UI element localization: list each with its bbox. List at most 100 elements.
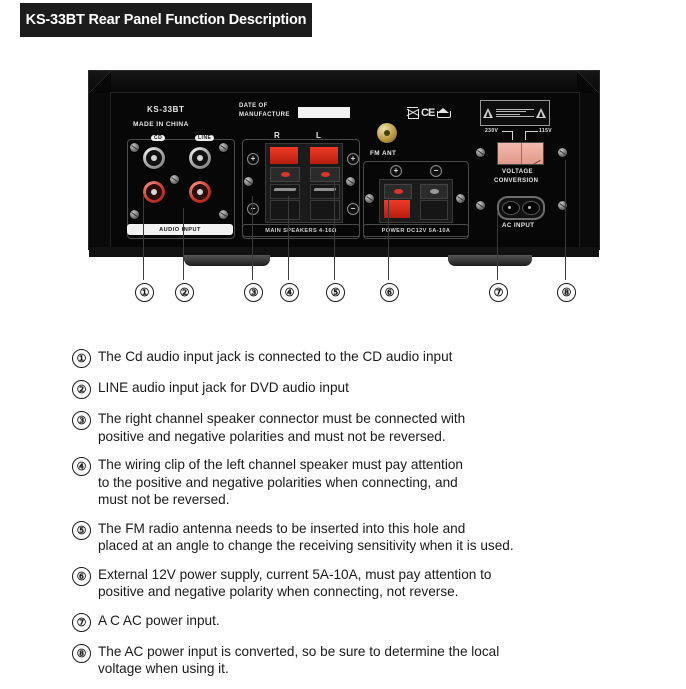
description-line: positive and negative polarity when conn…: [98, 584, 459, 599]
speaker-terminal-r-minus[interactable]: [270, 200, 300, 220]
dc-push-button-plus[interactable]: [384, 184, 412, 199]
description-number: ③: [72, 411, 91, 430]
speaker-minus-mark-right: −: [347, 203, 359, 215]
dc-push-button-minus[interactable]: [420, 184, 448, 199]
callout-number-5: ⑤: [326, 283, 345, 302]
screw-audio-center: [170, 175, 179, 184]
screw-audio-tr: [219, 143, 228, 152]
screw-audio-bl: [130, 210, 139, 219]
speaker-terminal-red-l[interactable]: [310, 147, 338, 164]
dc-terminal-red[interactable]: [384, 200, 410, 218]
voltage-bracket-right: [525, 131, 538, 140]
cd-rca-jack-red[interactable]: [143, 181, 165, 203]
chassis-foot-right: [448, 255, 532, 266]
description-text: The AC power input is converted, so be s…: [98, 643, 499, 678]
dc-terminal-black[interactable]: [420, 200, 448, 220]
description-number: ⑤: [72, 520, 91, 540]
audio-input-group: [127, 139, 235, 239]
voltage-conversion-label-line2: CONVERSION: [494, 178, 539, 184]
voltage-bracket-left: [502, 131, 513, 140]
panel-model-label: KS-33BT: [147, 105, 185, 114]
description-line: The wiring clip of the left channel spea…: [98, 457, 463, 472]
fm-antenna-label: FM ANT: [370, 150, 397, 157]
dc-minus-mark: −: [430, 165, 442, 177]
callout-number-2: ②: [175, 283, 194, 302]
screw-voltage-left: [476, 148, 485, 157]
callout-number-3: ③: [244, 283, 263, 302]
screw-ac-right: [558, 201, 567, 210]
warning-triangle-icon-right: [536, 108, 547, 118]
description-item: ⑤ The FM radio antenna needs to be insert…: [72, 520, 632, 555]
callout-number-7: ⑦: [489, 283, 508, 302]
date-of-manufacture-field: [298, 107, 350, 118]
warning-text-lines: [496, 108, 534, 118]
description-text: The wiring clip of the left channel spea…: [98, 456, 463, 509]
description-number: ⑥: [72, 566, 91, 586]
screw-voltage-right: [558, 148, 567, 157]
callout-number-6: ⑥: [380, 283, 399, 302]
description-line: positive and negative polarities and mus…: [98, 428, 446, 444]
function-description-list: ① The Cd audio input jack is connected to…: [72, 348, 632, 689]
main-speakers-strip: MAIN SPEAKERS 4-16Ω: [242, 224, 360, 237]
ac-input-socket[interactable]: [497, 196, 545, 220]
speaker-push-button-l-plus[interactable]: [310, 167, 340, 182]
speaker-right-channel-label: R: [274, 131, 281, 140]
cd-jack-label: CD: [151, 135, 166, 141]
description-line: External 12V power supply, current 5A-10…: [98, 566, 492, 582]
description-line: The Cd audio input jack is connected to …: [98, 349, 453, 364]
description-line: to the positive and negative polarities …: [98, 474, 458, 490]
screw-speaker-left: [244, 177, 253, 186]
line-rca-jack-red[interactable]: [189, 181, 211, 203]
voltage-conversion-switch[interactable]: [497, 142, 544, 166]
screw-audio-tl: [130, 143, 139, 152]
description-line: placed at an angle to change the receivi…: [98, 538, 514, 553]
chassis-foot-left: [184, 255, 270, 266]
callout-number-4: ④: [280, 283, 299, 302]
callout-number-1: ①: [135, 283, 154, 302]
weee-crossed-bin-icon: [406, 107, 420, 119]
description-item: ⑧ The AC power input is converted, so be …: [72, 643, 632, 678]
chassis-body: KS-33BT MADE IN CHINA DATE OF MANUFACTUR…: [88, 70, 600, 257]
voltage-230v-label: 230V: [485, 128, 499, 134]
ce-mark-icon: CE: [421, 107, 435, 119]
date-of-manufacture-label-line2: MANUFACTURE: [239, 112, 290, 118]
house-mark-icon: [437, 108, 452, 118]
description-line: The AC power input is converted, so be s…: [98, 643, 500, 659]
description-text: The FM radio antenna needs to be inserte…: [98, 520, 514, 555]
speaker-terminal-block[interactable]: [265, 143, 343, 223]
description-text: The right channel speaker connector must…: [98, 410, 465, 445]
description-item: ⑥ External 12V power supply, current 5A-1…: [72, 566, 632, 601]
description-text: External 12V power supply, current 5A-10…: [98, 566, 491, 601]
speaker-wire-slot-l[interactable]: [310, 184, 340, 199]
description-number: ⑧: [72, 643, 91, 663]
power-dc-group: [363, 161, 469, 239]
date-of-manufacture-label-line1: DATE OF: [239, 103, 268, 109]
dc-plus-mark: +: [390, 165, 402, 177]
description-line: A C AC power input.: [98, 612, 220, 628]
rear-panel-face: KS-33BT MADE IN CHINA DATE OF MANUFACTUR…: [110, 92, 580, 250]
description-line: LINE audio input jack for DVD audio inpu…: [98, 380, 349, 395]
speaker-plus-mark: +: [247, 153, 259, 165]
description-number: ①: [72, 349, 91, 368]
description-text: LINE audio input jack for DVD audio inpu…: [98, 379, 349, 397]
speaker-plus-mark-right: +: [347, 153, 359, 165]
line-jack-label: LINE: [195, 135, 215, 141]
speaker-terminal-red-r[interactable]: [270, 147, 298, 164]
ac-input-label: AC INPUT: [502, 222, 535, 229]
description-line: voltage when using it.: [98, 661, 229, 676]
description-item: ③ The right channel speaker connector mus…: [72, 410, 632, 445]
speaker-wire-slot-r[interactable]: [270, 184, 300, 199]
speaker-terminal-l-minus[interactable]: [310, 200, 340, 220]
screw-dc-left: [365, 194, 374, 203]
speaker-push-button-r-plus[interactable]: [270, 167, 300, 182]
cd-rca-jack-white[interactable]: [143, 147, 165, 169]
page-title-bar: KS-33BT Rear Panel Function Description: [20, 3, 312, 37]
screw-dc-right: [456, 194, 465, 203]
screw-audio-br: [219, 210, 228, 219]
fm-antenna-connector[interactable]: [377, 123, 397, 143]
dc-power-terminal-block[interactable]: [379, 179, 453, 223]
line-rca-jack-white[interactable]: [189, 147, 211, 169]
warning-caution-label: [480, 100, 550, 126]
